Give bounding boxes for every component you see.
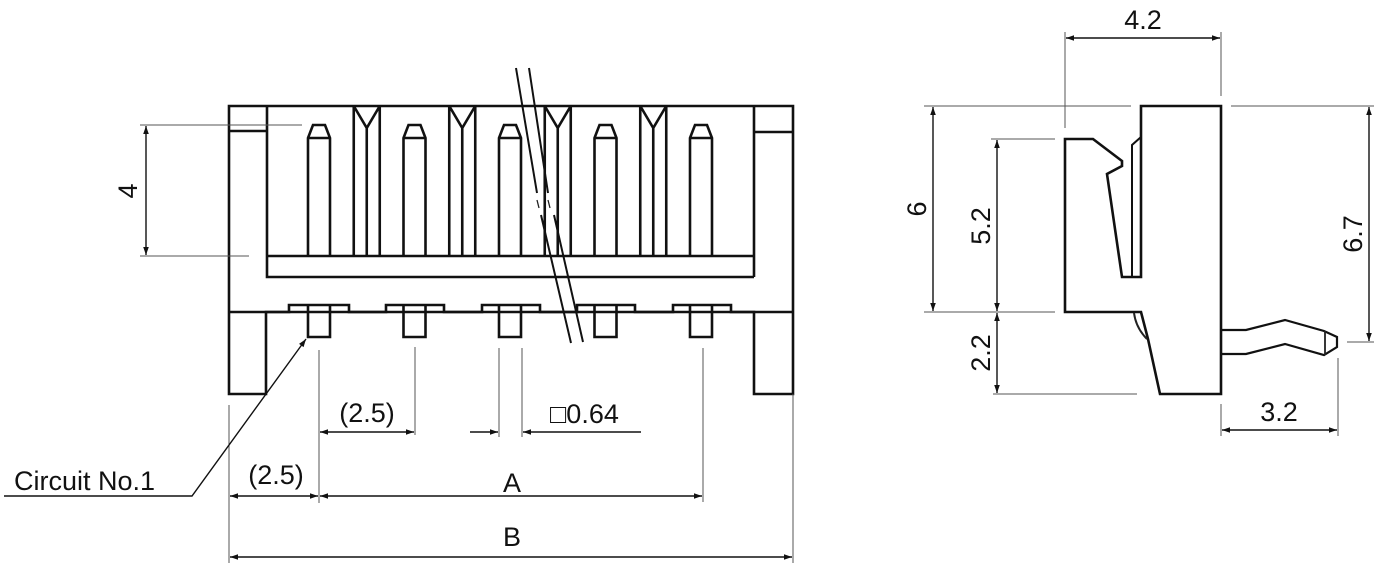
dim-edge-label: (2.5) [248,460,304,490]
pin-tail-2 [402,305,427,339]
dim-latch-height-label: 5.2 [966,207,996,245]
circuit-callout: Circuit No.1 [4,338,307,497]
divider-3 [543,105,573,256]
break-line [515,67,584,344]
pins [306,123,714,339]
dim-height-label: 4 [113,183,143,198]
bottom-edge [229,303,793,314]
latch-curve [1133,312,1148,340]
right-top-block [752,106,793,277]
front-view: 4 (2.5) (2.5) □0.64 A [4,67,795,563]
dim-body-height: 6 [902,105,1131,313]
pin-4 [593,123,618,256]
dim-a: A [320,348,704,502]
dim-b: B [230,394,794,563]
dim-overall-height-label: 6.7 [1338,215,1368,253]
pin-tail-3 [497,305,523,339]
dividers [352,105,668,256]
divider-2 [447,105,477,256]
divider-4 [638,105,668,256]
dim-bottom-offset: 2.2 [966,313,1137,395]
dim-edge: (2.5) [228,405,318,563]
pin-tail-5 [688,305,714,339]
pin-1 [306,123,332,256]
dim-b-label: B [503,522,521,552]
dim-pin-size: □0.64 [470,348,641,437]
dim-pin-size-label: □0.64 [550,399,619,429]
pin-5 [688,123,714,256]
divider-1 [352,105,382,256]
dim-body-height-label: 6 [902,201,932,216]
dim-height: 4 [113,124,302,257]
floor-bar [265,254,754,279]
dim-bottom-offset-label: 2.2 [966,334,996,372]
pin-tail-4 [593,305,618,339]
pin-tail-1 [306,305,332,339]
dim-latch-height: 5.2 [966,138,1055,311]
dim-overall-height: 6.7 [1231,105,1374,343]
latch-inner [1131,136,1142,277]
dim-depth-label: 4.2 [1124,5,1162,35]
dim-a-label: A [503,468,521,498]
pin-2 [402,123,427,256]
left-top-block [229,106,269,256]
circuit-callout-label: Circuit No.1 [14,466,155,496]
dim-pin-projection: 3.2 [1220,358,1339,436]
side-body [1063,104,1223,396]
dim-pitch: (2.5) [318,347,416,503]
housing-outline [227,104,795,396]
dim-pitch-label: (2.5) [339,398,395,428]
pin-3 [497,123,523,256]
dim-pin-projection-label: 3.2 [1260,397,1298,427]
side-view: 4.2 6 5.2 2.2 6.7 [902,5,1374,436]
side-pin [1221,318,1339,357]
dim-depth: 4.2 [1064,5,1222,128]
